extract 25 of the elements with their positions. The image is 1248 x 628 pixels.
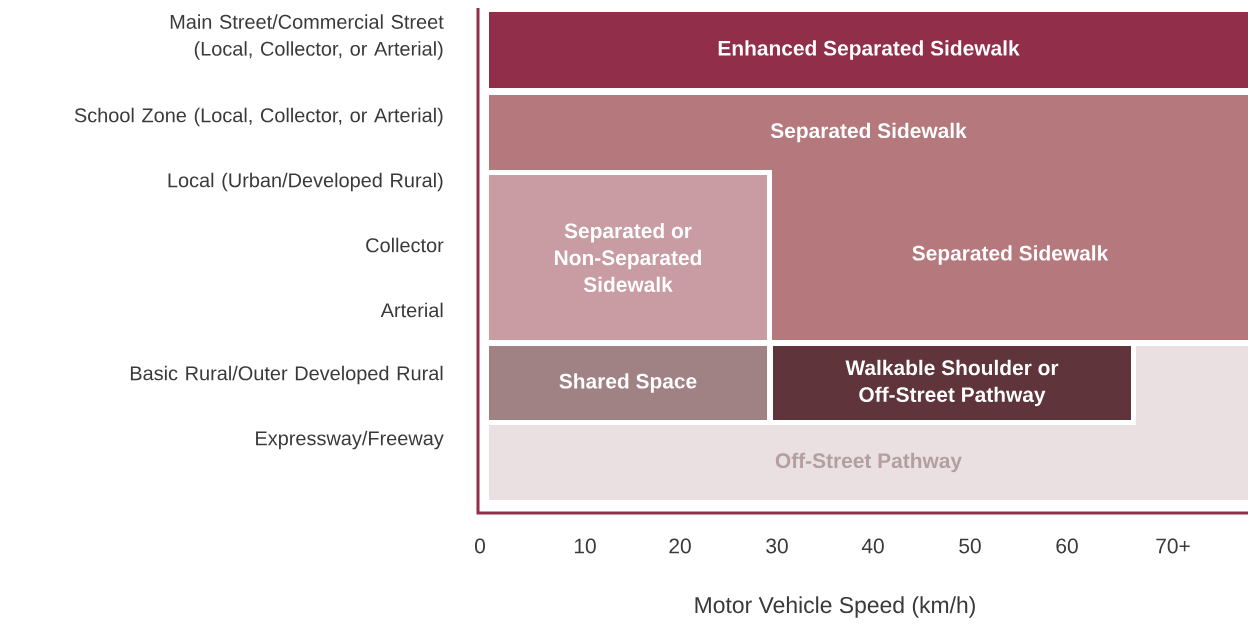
row-label: School Zone (Local, Collector, or Arterial) [74,107,443,127]
row-label: Basic Rural/Outer Developed Rural [130,365,443,385]
tick-label: 30 [766,538,788,554]
tick-label: 20 [669,538,691,554]
category-box: Enhanced Separated Sidewalk [489,12,1248,88]
row-label: Main Street/Commercial Street (Local, Collector, or Arterial) [170,14,444,60]
category-box: Shared Space [489,346,767,420]
category-box: Walkable Shoulder or Off-Street Pathway [773,346,1131,420]
tick-label: 0 [475,538,485,554]
node-label: Separated Sidewalk [770,122,967,143]
axis-title: Motor Vehicle Speed (km/h) [695,596,975,618]
category-box: Separated or Non-Separated Sidewalk [489,175,767,340]
row-label: Collector [366,237,444,253]
row-label: Expressway/Freeway [256,430,444,450]
row-label: Arterial [380,302,443,318]
tick-label: 70+ [1156,538,1190,554]
tick-label: 60 [1056,538,1078,554]
tick-label: 40 [861,538,884,554]
category-box: Separated Sidewalk [489,95,1248,170]
empty-box [1136,346,1248,425]
tick-label: 50 [959,538,981,554]
node-label: Separated Sidewalk [912,245,1109,265]
tick-label: 10 [574,538,596,554]
row-label: Local (Urban/Developed Rural) [168,172,443,192]
category-box: Separated Sidewalk [772,170,1248,340]
